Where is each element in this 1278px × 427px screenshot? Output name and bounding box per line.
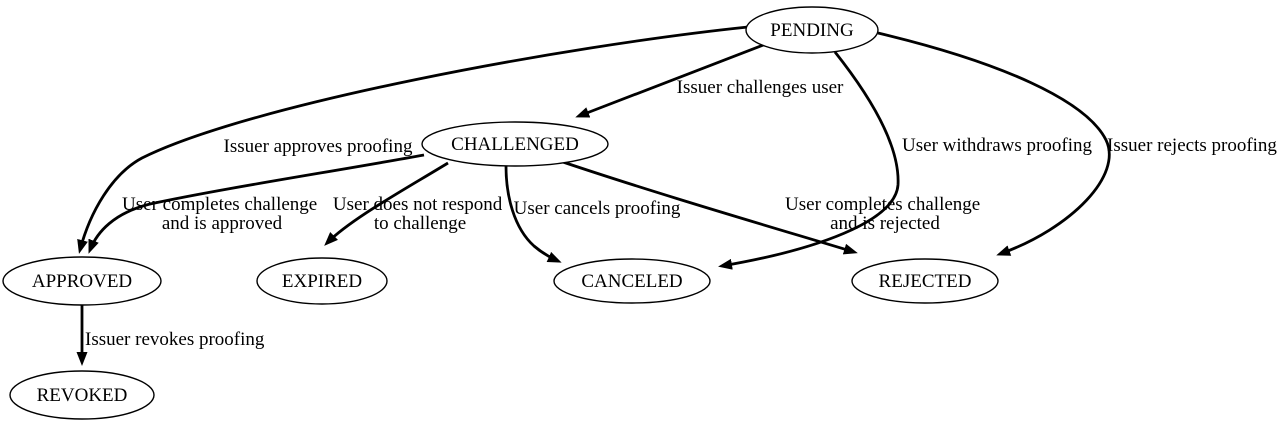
edge-challenged-to-approved xyxy=(88,153,425,254)
edge-label-user-completes-rejected: User completes challenge and is rejected xyxy=(785,194,985,234)
node-pending: PENDING xyxy=(745,6,879,54)
node-canceled-ellipse xyxy=(553,258,711,304)
node-challenged: CHALLENGED xyxy=(421,121,609,167)
node-rejected-label: REJECTED xyxy=(879,271,972,292)
edge-label-user-cancels-proofing: User cancels proofing xyxy=(514,198,681,219)
node-approved: APPROVED xyxy=(2,256,162,306)
edge-label-issuer-revokes-proofing: Issuer revokes proofing xyxy=(85,329,265,350)
node-approved-ellipse xyxy=(2,256,162,306)
node-revoked: REVOKED xyxy=(9,370,155,420)
edge-pending-to-rejected xyxy=(877,31,1111,256)
node-rejected: REJECTED xyxy=(851,258,999,304)
edge-label-user-does-not-respond: User does not respond to challenge xyxy=(333,194,507,234)
node-expired: EXPIRED xyxy=(256,257,388,305)
edge-label-issuer-challenges-user: Issuer challenges user xyxy=(677,77,844,98)
node-canceled-label: CANCELED xyxy=(581,271,682,292)
nodes: PENDING CHALLENGED APPROVED EXPIRED CANC… xyxy=(2,6,999,420)
edge-label-issuer-rejects-proofing: Issuer rejects proofing xyxy=(1107,135,1277,156)
node-expired-label: EXPIRED xyxy=(282,271,362,292)
edge-label-user-withdraws-proofing: User withdraws proofing xyxy=(902,135,1092,156)
edge-pending-to-canceled xyxy=(718,51,900,270)
node-rejected-ellipse xyxy=(851,258,999,304)
edge-pending-to-approved xyxy=(77,25,749,254)
node-pending-label: PENDING xyxy=(770,20,854,41)
node-challenged-label: CHALLENGED xyxy=(451,134,579,155)
node-revoked-ellipse xyxy=(9,370,155,420)
edge-challenged-to-expired xyxy=(324,161,449,246)
node-pending-ellipse xyxy=(745,6,879,54)
edge-pending-to-challenged xyxy=(575,42,767,118)
node-revoked-label: REVOKED xyxy=(37,385,128,406)
edge-label-user-completes-approved: User completes challenge and is approved xyxy=(122,194,322,234)
edges xyxy=(76,25,1111,366)
node-challenged-ellipse xyxy=(421,121,609,167)
node-canceled: CANCELED xyxy=(553,258,711,304)
edge-challenged-to-canceled xyxy=(504,165,562,263)
node-expired-ellipse xyxy=(256,257,388,305)
edge-label-issuer-approves-proofing: Issuer approves proofing xyxy=(224,136,413,157)
edge-labels: Issuer challenges user Issuer approves p… xyxy=(85,77,1277,350)
edge-challenged-to-rejected xyxy=(550,156,858,255)
node-approved-label: APPROVED xyxy=(32,271,132,292)
